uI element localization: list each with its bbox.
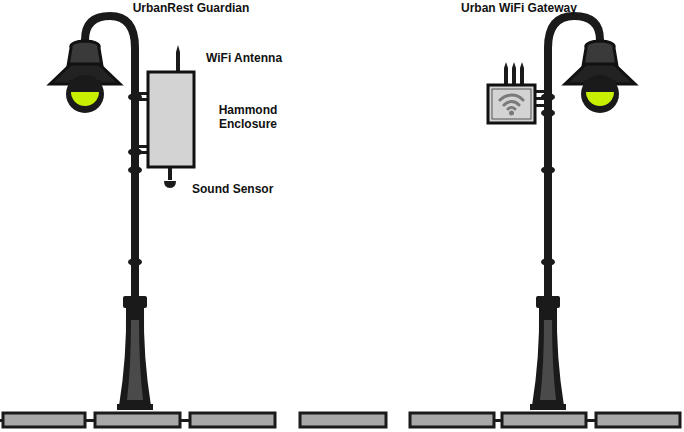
part-label: Sound Sensor [192, 182, 273, 196]
section-title: Urban WiFi Gateway [461, 1, 577, 15]
part-label: Hammond Enclosure [206, 103, 290, 131]
section-title: UrbanRest Guardian [133, 1, 250, 15]
part-label: WiFi Antenna [206, 51, 282, 65]
